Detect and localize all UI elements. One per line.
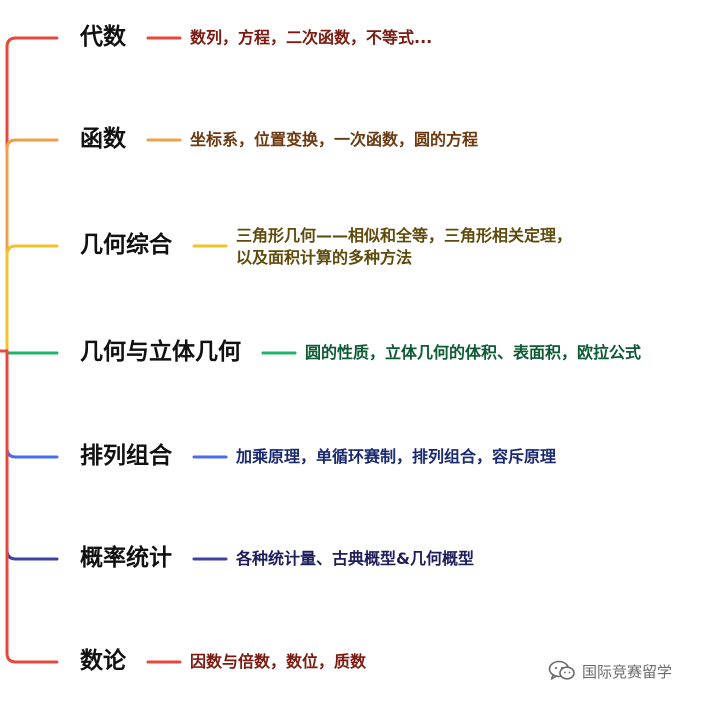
- detail-text: 坐标系，位置变换，一次函数，圆的方程: [190, 129, 478, 151]
- detail-text: 各种统计量、古典概型&几何概型: [236, 548, 474, 570]
- topic-label: 排列组合: [80, 443, 172, 469]
- topic-label: 数论: [80, 648, 126, 674]
- topic-label: 几何与立体几何: [80, 339, 241, 365]
- detail-line: 三角形几何——相似和全等，三角形相关定理，: [236, 226, 573, 246]
- detail-line: 圆的性质，立体几何的体积、表面积，欧拉公式: [305, 343, 642, 362]
- watermark-text: 国际竞赛留学: [582, 662, 673, 681]
- branch-connector: [5, 138, 59, 353]
- detail-text: 因数与倍数，数位，质数: [190, 651, 366, 673]
- detail-text: 圆的性质，立体几何的体积、表面积，欧拉公式: [305, 342, 641, 364]
- detail-text: 数列，方程，二次函数，不等式...: [190, 27, 432, 49]
- branch-connector: [5, 244, 59, 353]
- branch-connector: [5, 349, 59, 459]
- detail-line: 坐标系，位置变换，一次函数，圆的方程: [190, 130, 479, 149]
- detail-text: 三角形几何——相似和全等，三角形相关定理，以及面积计算的多种方法: [236, 225, 572, 268]
- topic-label: 代数: [80, 24, 126, 50]
- detail-line: 数列，方程，二次函数，不等式...: [190, 28, 433, 47]
- detail-line: 各种统计量、古典概型&几何概型: [236, 549, 474, 568]
- topic-label: 几何综合: [80, 232, 172, 258]
- watermark: 国际竞赛留学: [548, 660, 672, 682]
- detail-line: 以及面积计算的多种方法: [236, 247, 413, 267]
- detail-line: 加乘原理，单循环赛制，排列组合，容斥原理: [236, 447, 557, 466]
- branch-connector: [5, 349, 59, 355]
- topic-label: 函数: [80, 126, 126, 152]
- detail-line: 因数与倍数，数位，质数: [190, 652, 367, 671]
- branch-connector: [5, 349, 59, 664]
- wechat-bubble-icon: [548, 660, 575, 680]
- branch-connector: [5, 349, 59, 561]
- branch-connector: [5, 36, 59, 353]
- topic-label: 概率统计: [80, 545, 172, 571]
- detail-text: 加乘原理，单循环赛制，排列组合，容斥原理: [236, 446, 556, 468]
